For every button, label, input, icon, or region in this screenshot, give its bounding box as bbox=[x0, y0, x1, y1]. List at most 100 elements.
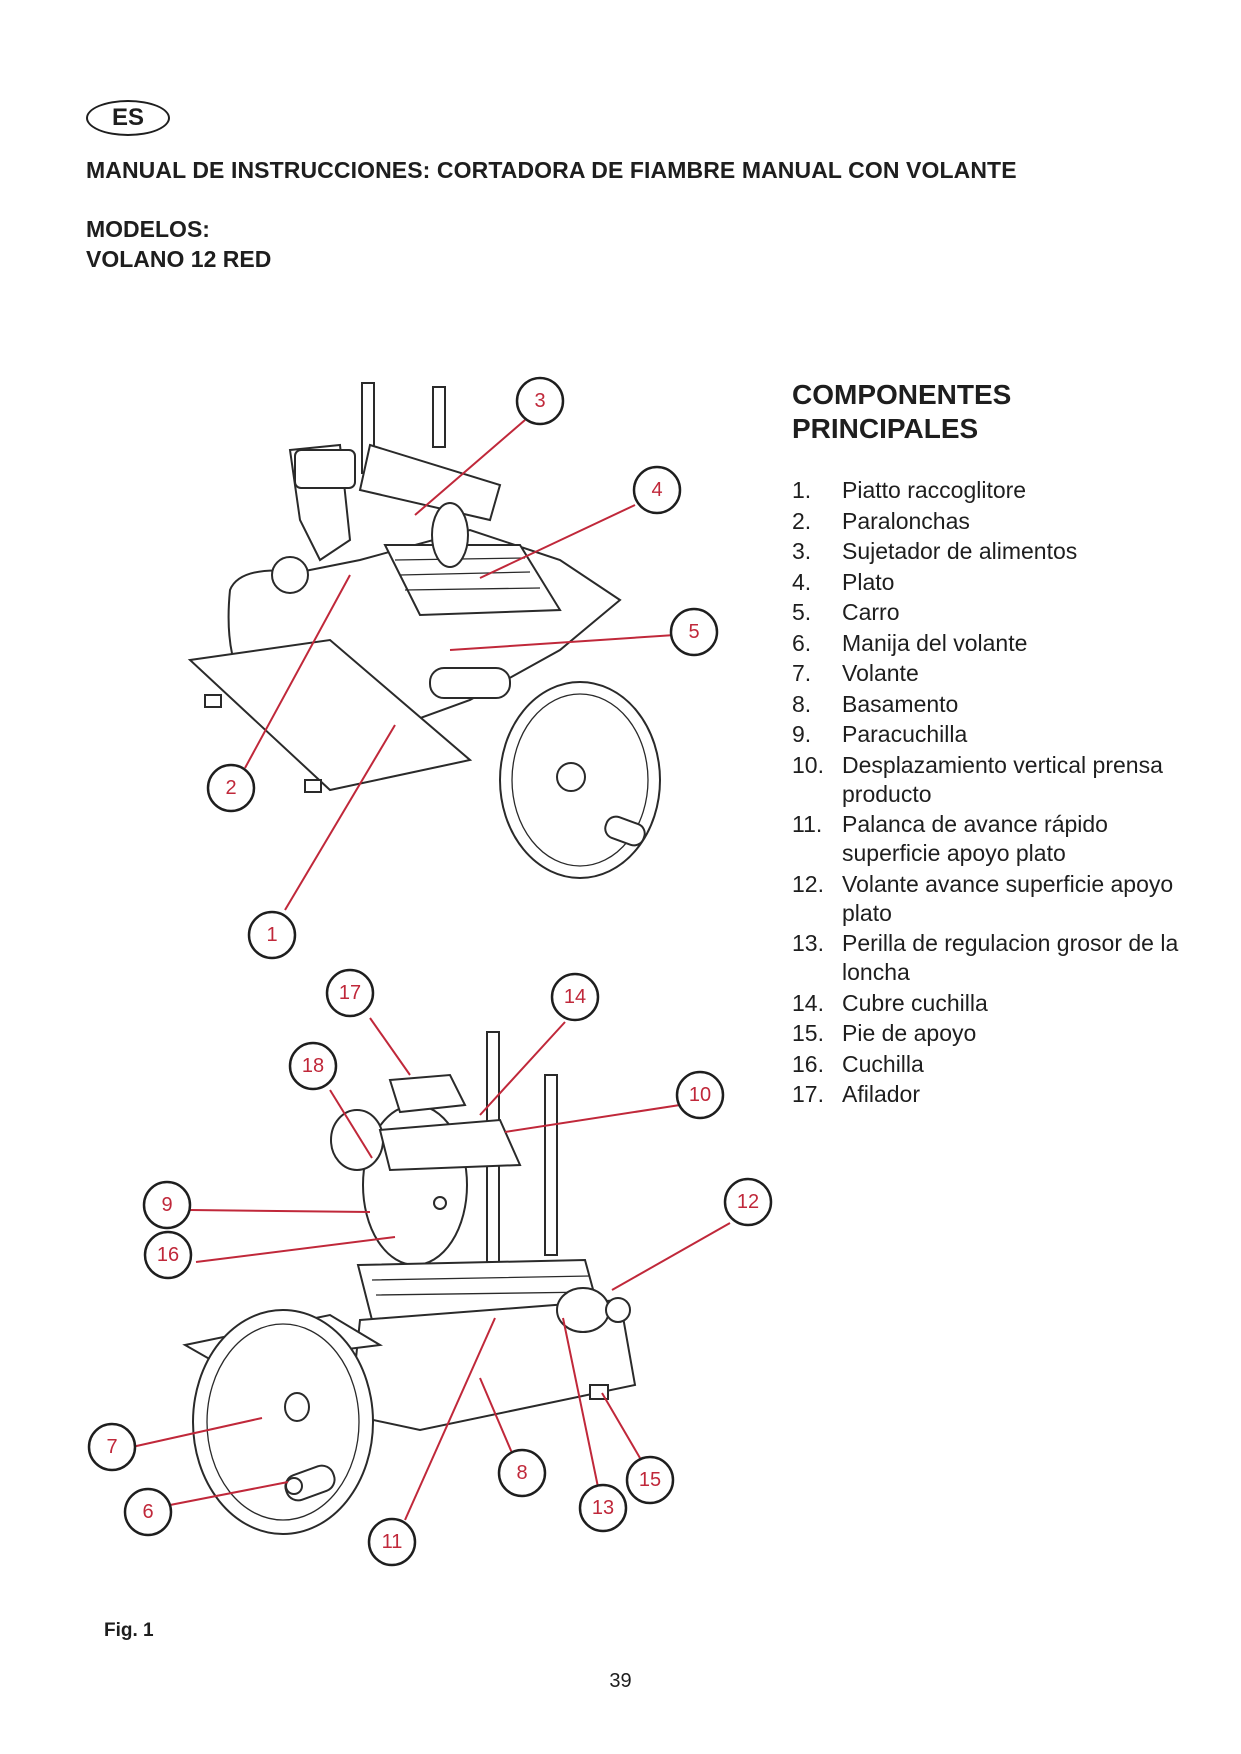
callout-16: 16 bbox=[143, 1230, 193, 1280]
callout-13: 13 bbox=[578, 1483, 628, 1533]
callout-5: 5 bbox=[669, 607, 719, 657]
leader-line bbox=[369, 1017, 411, 1076]
list-item: 16. Cuchilla bbox=[792, 1050, 1192, 1079]
list-item: 13. Perilla de regulacion grosor de la lo… bbox=[792, 929, 1192, 987]
components-list: 1. Piatto raccoglitore 2. Paralonchas 3. Su… bbox=[792, 476, 1192, 1111]
leader-line bbox=[479, 1021, 566, 1116]
list-item: 7.Volante bbox=[792, 659, 1192, 688]
svg-text:5: 5 bbox=[688, 621, 699, 643]
list-label: Basamento bbox=[842, 690, 959, 717]
list-number: 4. bbox=[792, 568, 812, 595]
callout-1: 1 bbox=[247, 910, 297, 960]
model-name: VOLANO 12 RED bbox=[86, 246, 272, 272]
svg-text:10: 10 bbox=[689, 1084, 711, 1106]
callout-15: 15 bbox=[625, 1455, 675, 1505]
components-heading: COMPONENTES PRINCIPALES bbox=[792, 379, 1012, 444]
list-label: Pie de apoyo bbox=[842, 1020, 977, 1046]
list-label: Afilador bbox=[842, 1081, 920, 1107]
leader-line bbox=[195, 1236, 396, 1263]
svg-text:16: 16 bbox=[157, 1244, 179, 1266]
list-number: 11. bbox=[792, 811, 823, 837]
list-number: 14. bbox=[792, 989, 824, 1016]
list-number: 2. bbox=[792, 507, 812, 534]
list-label: Volante bbox=[842, 660, 919, 686]
leader-line bbox=[284, 724, 396, 911]
page-number: 39 bbox=[609, 1670, 632, 1692]
svg-text:2: 2 bbox=[225, 777, 236, 799]
svg-text:17: 17 bbox=[339, 982, 361, 1004]
list-label: Piatto raccoglitore bbox=[842, 477, 1027, 503]
svg-text:8: 8 bbox=[516, 1462, 527, 1484]
list-item: 9. Paracuchilla bbox=[792, 720, 1192, 749]
svg-text:3: 3 bbox=[534, 390, 545, 412]
callout-6: 6 bbox=[123, 1487, 173, 1537]
list-label: Cuchilla bbox=[842, 1050, 924, 1077]
leader-line bbox=[611, 1222, 731, 1291]
list-item: 6. Manija del volante bbox=[792, 629, 1192, 658]
list-label: Sujetador de alimentos bbox=[842, 538, 1078, 564]
leader-line bbox=[189, 1209, 371, 1213]
list-number: 5. bbox=[792, 599, 812, 625]
list-label: Volante avance superficie apoyo plato bbox=[842, 870, 1174, 926]
leader-line bbox=[449, 634, 676, 651]
list-number: 16. bbox=[792, 1050, 824, 1077]
list-label: Plato bbox=[842, 568, 895, 595]
leader-line bbox=[244, 574, 351, 769]
svg-text:15: 15 bbox=[639, 1469, 661, 1491]
list-number: 10. bbox=[792, 751, 824, 778]
svg-text:12: 12 bbox=[737, 1191, 759, 1213]
list-number: 3. bbox=[792, 538, 812, 564]
list-item: 11.Palanca de avance rápido superficie a… bbox=[792, 810, 1192, 868]
list-number: 13. bbox=[792, 930, 824, 956]
list-number: 1. bbox=[792, 477, 812, 503]
list-number: 6. bbox=[792, 629, 812, 656]
list-item: 3. Sujetador de alimentos bbox=[792, 537, 1192, 566]
leader-line bbox=[479, 504, 636, 579]
svg-text:14: 14 bbox=[564, 986, 586, 1008]
leader-line bbox=[479, 1377, 516, 1461]
svg-text:6: 6 bbox=[142, 1501, 153, 1523]
svg-text:9: 9 bbox=[161, 1194, 172, 1216]
leader-line bbox=[504, 1104, 681, 1133]
list-number: 8. bbox=[792, 690, 812, 717]
svg-text:11: 11 bbox=[382, 1531, 403, 1553]
leader-line bbox=[329, 1089, 373, 1159]
list-number: 15. bbox=[792, 1020, 824, 1046]
list-label: Desplazamiento vertical prensa producto bbox=[842, 751, 1163, 807]
leader-line bbox=[131, 1417, 263, 1448]
callout-11: 11 bbox=[367, 1517, 417, 1567]
list-item: 1. Piatto raccoglitore bbox=[792, 476, 1192, 505]
list-label: Perilla de regulacion grosor de la lonch… bbox=[842, 930, 1179, 985]
svg-text:18: 18 bbox=[302, 1055, 324, 1077]
callout-7: 7 bbox=[87, 1422, 137, 1472]
list-item: 14. Cubre cuchilla bbox=[792, 989, 1192, 1018]
list-label: Carro bbox=[842, 599, 900, 625]
top-machine-illustration bbox=[187, 382, 661, 879]
list-label: Paracuchilla bbox=[842, 721, 968, 747]
svg-text:4: 4 bbox=[651, 479, 662, 501]
callout-2: 2 bbox=[206, 763, 256, 813]
list-item: 15. Pie de apoyo bbox=[792, 1019, 1192, 1048]
figure-caption: Fig. 1 bbox=[104, 1620, 154, 1641]
list-label: Manija del volante bbox=[842, 629, 1028, 656]
leader-line bbox=[404, 1317, 496, 1521]
list-item: 2. Paralonchas bbox=[792, 507, 1192, 536]
language-badge: ES bbox=[86, 100, 170, 136]
list-label: Paralonchas bbox=[842, 507, 970, 534]
callout-3: 3 bbox=[515, 376, 565, 426]
callout-17: 17 bbox=[325, 968, 375, 1018]
list-label: Cubre cuchilla bbox=[842, 989, 988, 1016]
callout-8: 8 bbox=[497, 1448, 547, 1498]
list-item: 17. Afilador bbox=[792, 1080, 1192, 1109]
models-label: MODELOS: bbox=[86, 216, 210, 242]
callout-10: 10 bbox=[675, 1070, 725, 1120]
svg-text:1: 1 bbox=[266, 924, 277, 946]
list-item: 4. Plato bbox=[792, 568, 1192, 597]
list-item: 8. Basamento bbox=[792, 690, 1192, 719]
list-number: 17. bbox=[792, 1081, 824, 1107]
callout-12: 12 bbox=[723, 1177, 773, 1227]
list-number: 9. bbox=[792, 721, 812, 747]
page-title: MANUAL DE INSTRUCCIONES: CORTADORA DE FI… bbox=[86, 157, 1017, 183]
svg-text:13: 13 bbox=[592, 1497, 614, 1519]
